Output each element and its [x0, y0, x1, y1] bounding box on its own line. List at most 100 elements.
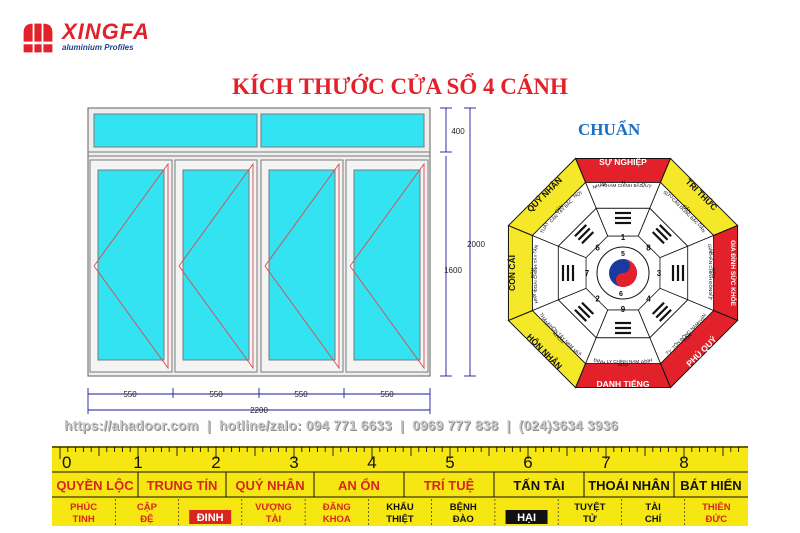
ruler-top-cell-5: TRÍ TUỆ	[424, 478, 475, 493]
bagua-mountain-word: NGỌ	[618, 362, 629, 368]
ruler-bottom-cell-11-line2: ĐỨC	[706, 513, 728, 525]
ruler-top-cell-4: AN ỔN	[338, 478, 380, 493]
ruler-number-4: 4	[367, 453, 376, 472]
dim-panel-width-2: 550	[209, 390, 223, 399]
bagua-number-8: 6	[595, 244, 600, 253]
bagua-mountain-word: QUÝ	[640, 181, 653, 191]
ruler-bottom-cell-10-line2: CHÍ	[645, 514, 662, 525]
bagua-number-3: 3	[657, 269, 662, 278]
page-title: KÍCH THƯỚC CỬA SỔ 4 CÁNH	[232, 74, 568, 99]
bagua-mountain-word: BÍNH	[640, 356, 653, 366]
bagua-ring-word-1: KHẢM CHÍNH BẮC	[603, 181, 643, 188]
sash-opening-line-4	[349, 162, 425, 370]
ruler-top-cell-2: TRUNG TÍN	[147, 478, 218, 493]
ruler-bottom-cell-10-line1: TÀI	[645, 502, 660, 513]
bagua-mountain-word: THÌN	[696, 312, 708, 326]
ruler-number-1: 1	[133, 453, 142, 472]
bagua-mountain-word: DẦN	[696, 222, 707, 235]
bagua-ring-word-5: LY CHÍNH NAM	[607, 358, 640, 364]
ruler-bottom-cell-2-line1: CẬP	[137, 501, 158, 513]
bagua-mountain-word: MÃO	[710, 268, 717, 279]
trigram-bar	[658, 308, 672, 322]
bagua-ring-word-3: CHẤN CHÍNH ĐÔNG	[708, 251, 714, 295]
ruler-bottom-cell-6-line1: KHẨU	[386, 501, 414, 513]
ruler-bottom-cell-7-line2: ĐÀO	[453, 514, 474, 525]
ruler-bottom-cell-9-line1: TUYỆT	[574, 501, 605, 513]
ruler-bottom-cell-8: HẠI	[517, 512, 536, 524]
bagua-mountain-word: TỴ	[665, 348, 674, 357]
ruler-bottom-cell-9-line2: TỬ	[583, 513, 597, 525]
dim-top-400: 400	[451, 127, 465, 136]
ruler-badge-3	[189, 510, 232, 524]
ruler-bottom-cell-5-line1: ĐĂNG	[323, 502, 351, 513]
yin-yang-dot	[620, 277, 626, 283]
sash-panels	[89, 159, 429, 373]
bagua-mountain-word: CANH	[529, 289, 538, 304]
bagua-number-1: 1	[621, 233, 626, 242]
trigram-bar	[577, 227, 591, 241]
sash-glass-4	[353, 169, 421, 361]
bagua-mountain-word: ĐINH	[593, 357, 606, 366]
bagua-mountain-word: DẬU	[529, 267, 536, 278]
ruler-bottom-cell-4-line1: VƯỢNG	[255, 502, 292, 513]
ruler-number-7: 7	[601, 453, 610, 472]
dim-panel-width-1: 550	[123, 390, 137, 399]
ruler-bottom-cell-1-line2: TINH	[73, 514, 95, 525]
trigram-bar	[574, 224, 588, 238]
sash-glass-3	[268, 169, 336, 361]
dim-width-total: 2200	[250, 406, 268, 415]
bagua-mountain-word: SỬU	[662, 189, 675, 201]
window-drawing: 400 2000 1600 550 550 550 550 2200	[87, 107, 485, 415]
bagua-mountain-word: GIÁP	[706, 243, 716, 256]
sash-opening-line-1	[93, 162, 169, 370]
bagua-sector-label-1: SỰ NGHIỆP	[599, 156, 647, 167]
phone-2[interactable]: 0969 777 838	[412, 418, 499, 433]
contact-line: https://ahadoor.com | hotline/zalo: 094 …	[64, 418, 619, 433]
bagua-mountain-word: TÍ	[621, 179, 626, 186]
trigram-bar	[574, 308, 588, 322]
website-link[interactable]: https://ahadoor.com	[64, 418, 199, 433]
bagua-ring-word-7: ĐOÀI CHÍNH TÂY	[532, 254, 538, 291]
trigram-bar	[655, 305, 669, 319]
bagua-heading: CHUẨN	[578, 120, 641, 139]
ruler-bottom-cell-4-line2: TÀI	[266, 514, 281, 525]
bagua-trigram-cell-8	[557, 207, 609, 259]
trigram-bar	[581, 231, 595, 245]
trigram-bar	[651, 301, 665, 315]
bagua-mountain-word: TÂN	[531, 244, 540, 256]
ruler-top-cell-3: QUÝ NHÂN	[235, 478, 304, 493]
ruler-bottom-cell-3: ĐINH	[197, 512, 224, 524]
bagua-mountain-word: ẤT	[707, 293, 715, 301]
sash-opening-line-2	[178, 162, 254, 370]
dim-panel-width-3: 550	[294, 390, 308, 399]
bagua-sector-label-7: CON CÁI	[507, 255, 517, 291]
trigram-bar	[658, 224, 672, 238]
trigram-bar	[581, 301, 595, 315]
bagua-mountain-word: NHÂM	[592, 180, 607, 190]
dim-panel-width-4: 550	[380, 390, 394, 399]
yin-yang-dot	[620, 263, 626, 269]
trigram-bar	[655, 227, 669, 241]
ruler-top-cell-1: QUYỀN LỘC	[56, 478, 134, 493]
ruler-number-0: 0	[62, 453, 71, 472]
bagua-number-2: 8	[646, 244, 651, 253]
hotline-label: hotline/zalo:	[219, 418, 302, 433]
phone-3[interactable]: (024)3634 3936	[518, 418, 619, 433]
trigram-bar	[651, 231, 665, 245]
dim-height-2000: 2000	[467, 240, 485, 249]
sash-opening-line-3	[264, 162, 340, 370]
center-number-bottom: 6	[619, 291, 623, 298]
ruler-badge-8	[505, 510, 548, 524]
ruler-number-6: 6	[523, 453, 532, 472]
phone-1[interactable]: 094 771 6633	[305, 418, 392, 433]
sash-glass-1	[97, 169, 165, 361]
ruler-bottom-cell-11-line1: THIÊN	[702, 501, 731, 513]
ruler-top-cell-6: TẤN TÀI	[513, 478, 564, 493]
ruler-bottom-cell-1-line1: PHÚC	[70, 501, 97, 513]
bagua-mountain-word: HỢI	[573, 190, 584, 200]
bagua-sector-label-3: GIA ĐÌNH SỨC KHỎE	[729, 240, 738, 306]
bagua-number-7: 7	[585, 269, 590, 278]
bagua-number-4: 4	[646, 294, 651, 303]
transom-panels	[93, 113, 425, 148]
